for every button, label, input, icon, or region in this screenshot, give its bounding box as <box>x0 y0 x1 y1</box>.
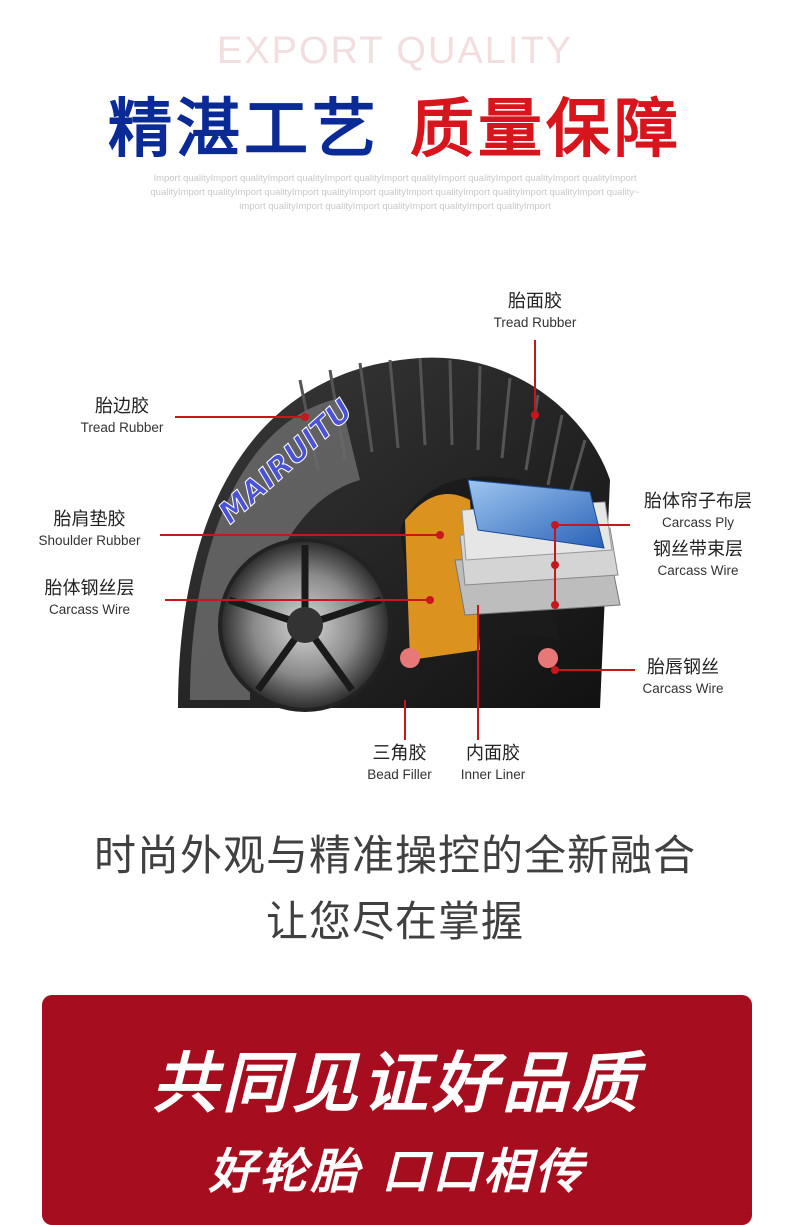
label-sidewall-rubber: 胎边胶 Tread Rubber <box>80 396 164 435</box>
label-steel-belt: 钢丝带束层 Carcass Wire <box>653 539 743 578</box>
banner-subtitle: 好轮胎 口口相传 <box>208 1144 586 1200</box>
label-bead-wire: 胎唇钢丝 Carcass Wire <box>642 657 724 696</box>
label-inner-liner: 内面胶 Inner Liner <box>460 743 526 782</box>
tire-cutaway-diagram: MAIRUITU <box>160 340 635 740</box>
callout-dots <box>301 411 559 674</box>
headline: 精湛工艺质量保障 <box>0 78 790 170</box>
label-carcass-wire: 胎体钢丝层 Carcass Wire <box>44 578 135 617</box>
label-tread-rubber: 胎面胶 Tread Rubber <box>493 291 577 330</box>
carcass-ply-blue <box>467 479 605 549</box>
label-bead-filler: 三角胶 Bead Filler <box>367 743 432 782</box>
fine-print-line-1: Import qualityImport qualityImport quali… <box>153 173 637 184</box>
quality-banner <box>42 995 752 1225</box>
label-carcass-ply: 胎体帘子布层 Carcass Ply <box>644 491 752 530</box>
bead-wire-right <box>538 648 558 668</box>
headline-craftsmanship: 精湛工艺 <box>108 93 380 167</box>
slogan-line-2: 让您尽在掌握 <box>265 897 524 946</box>
fine-print-line-2: qualityImport qualityImport qualityImpor… <box>150 187 640 198</box>
label-shoulder-rubber: 胎肩垫胶 Shoulder Rubber <box>38 509 141 548</box>
export-quality-watermark: EXPORT QUALITY <box>216 30 574 72</box>
banner-title: 共同见证好品质 <box>152 1045 642 1122</box>
bead-wire-left <box>400 648 420 668</box>
fine-print-line-3: import qualityImport qualityImport quali… <box>239 201 551 212</box>
slogan-line-1: 时尚外观与精准操控的全新融合 <box>93 831 696 880</box>
headline-quality-guarantee: 质量保障 <box>410 93 682 167</box>
